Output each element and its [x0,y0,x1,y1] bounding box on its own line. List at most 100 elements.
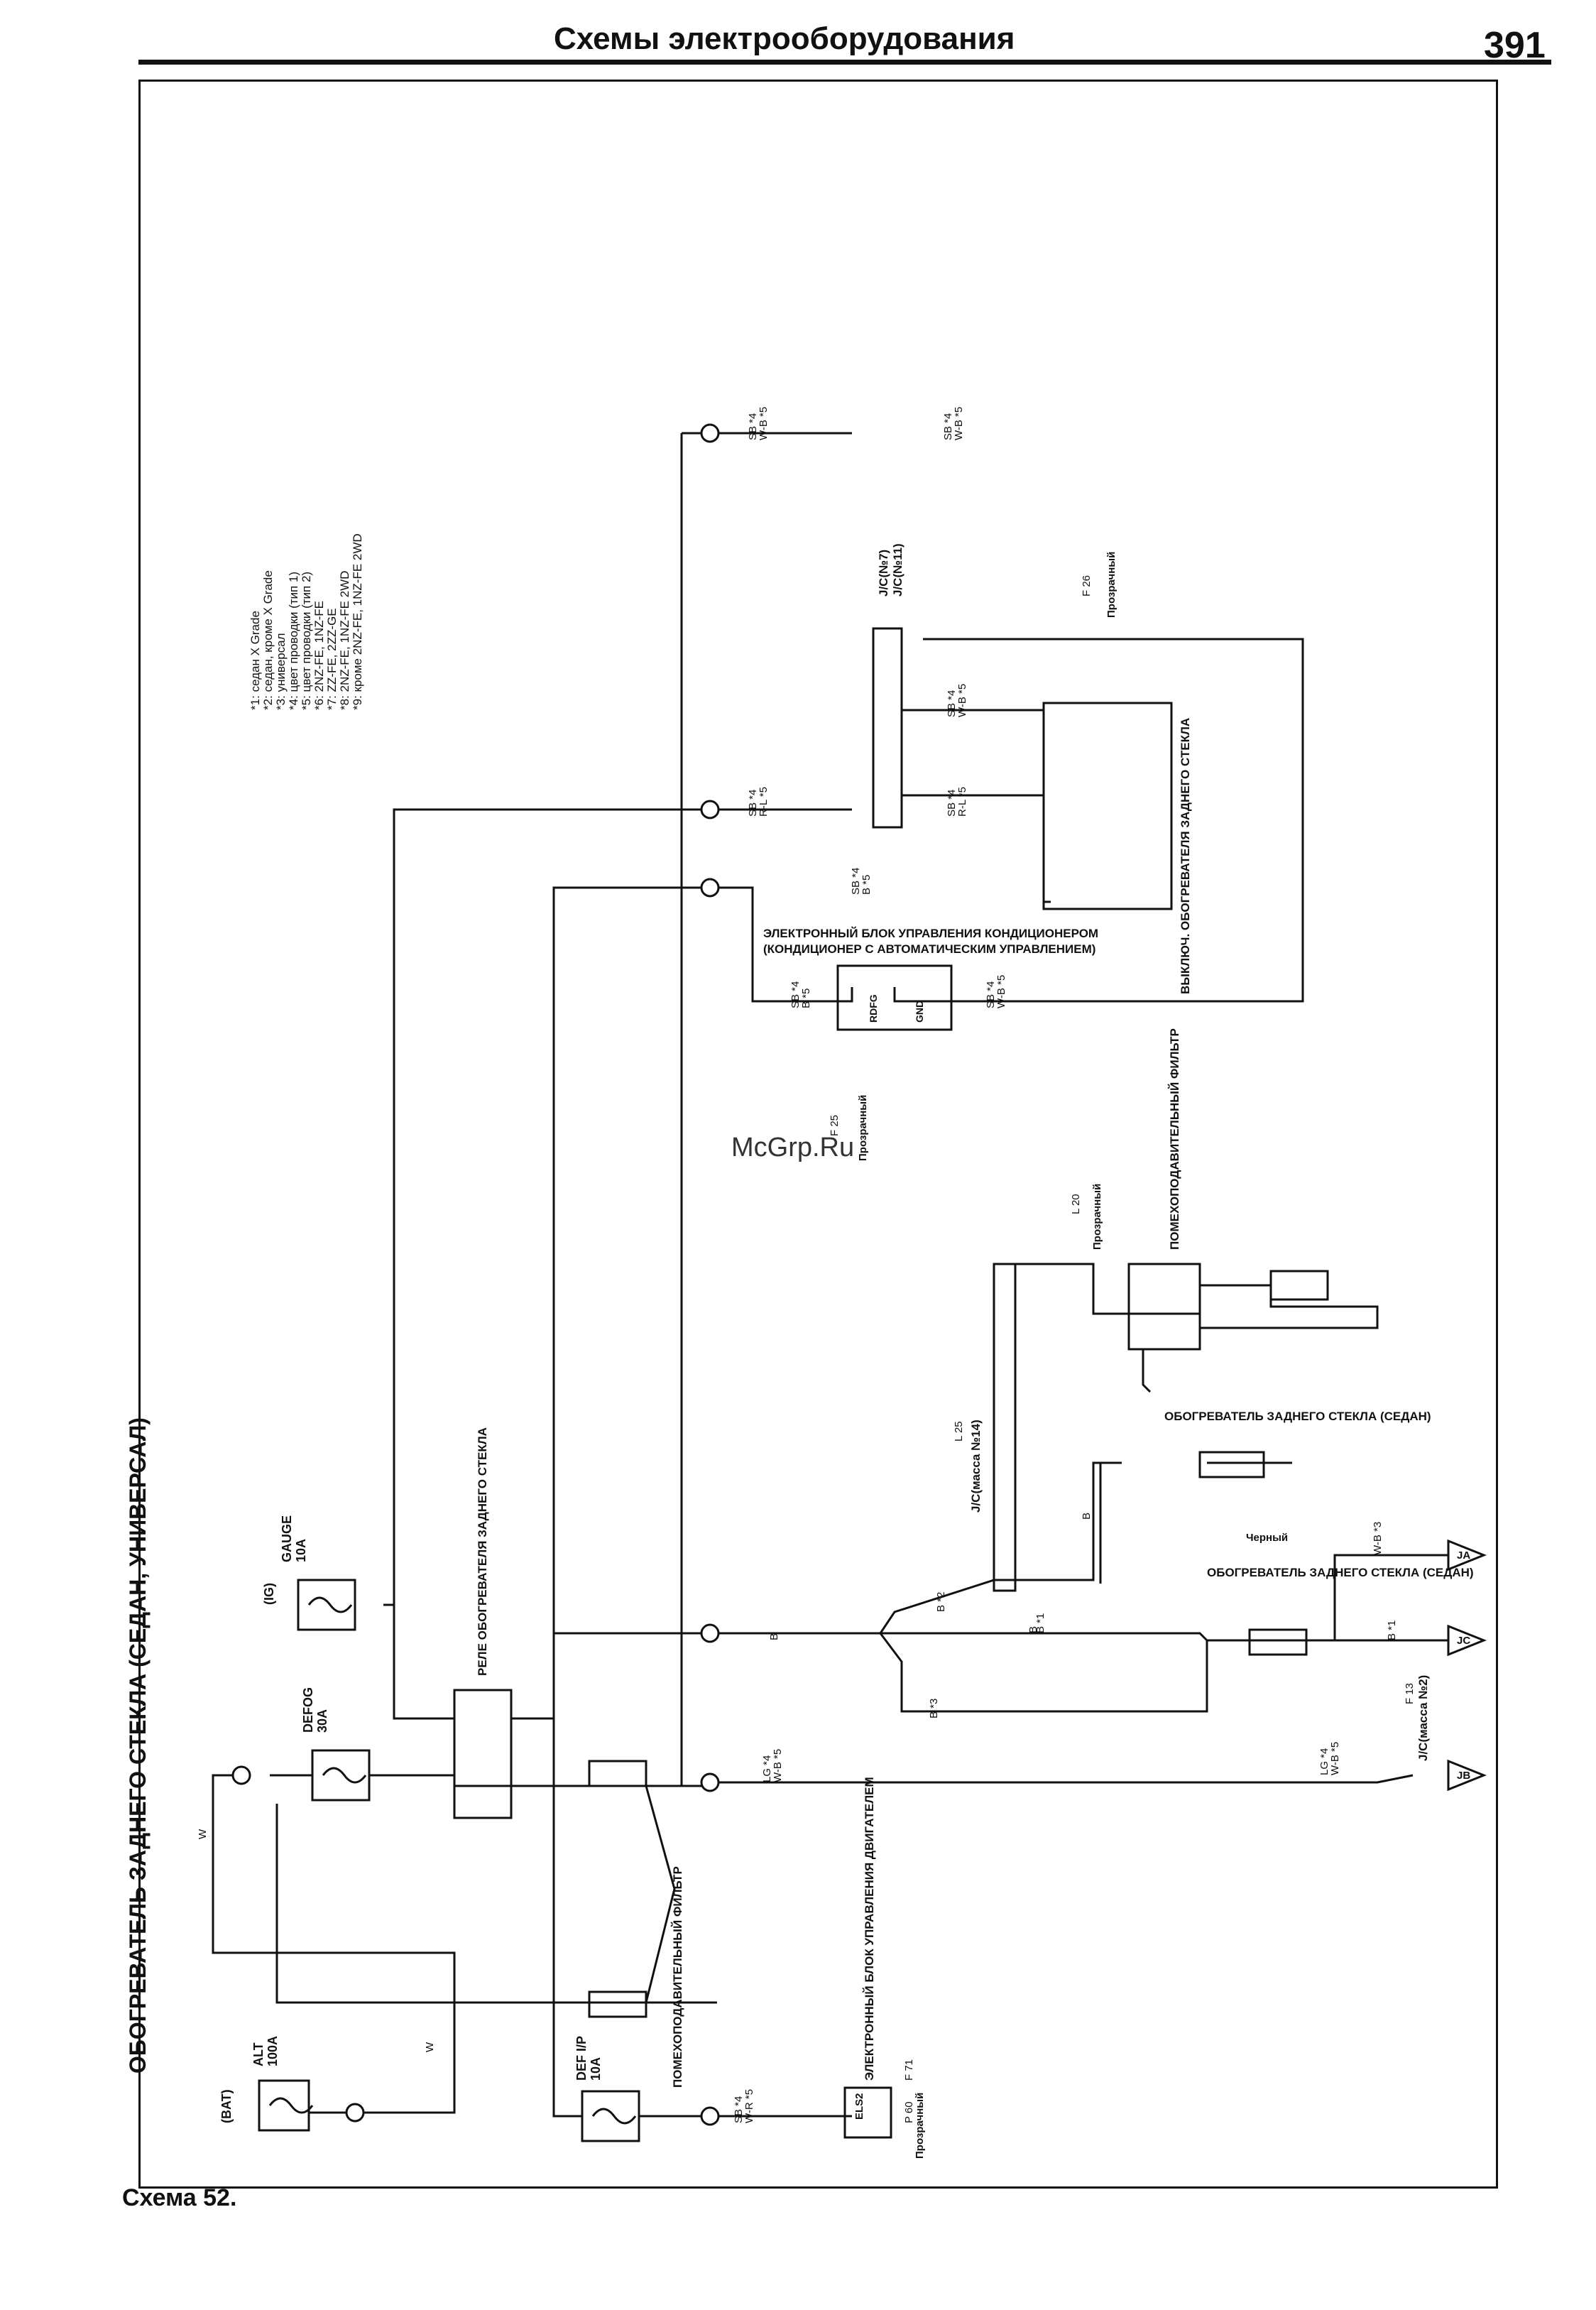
wire-label-sb4: SB *4 [733,2096,745,2123]
wire-relay-coil [511,886,703,1720]
wire-lg-right [710,1774,1414,1784]
connector-circle [700,878,720,898]
fuse-gauge [297,1579,356,1631]
switch-label: ВЫКЛЮЧ. ОБОГРЕВАТЕЛЯ ЗАДНЕГО СТЕКЛА [1179,718,1192,994]
fuse-gauge-name: GAUGE [280,1515,294,1562]
connector-id-f71: F 71 [903,2059,915,2081]
ground-jc [1447,1624,1487,1657]
wire-label-b: B [768,1633,780,1640]
note-1: *1: седан X Grade [248,611,262,710]
wire-label-lg4: LG *4 [761,1755,773,1782]
page-number: 391 [1484,25,1546,66]
noise-filter-cap-2 [588,1990,647,2018]
heater-sedan-1 [1198,1451,1265,1478]
wire-label-wb5: W-B *5 [758,407,770,440]
wire-label-b2: B *2 [935,1592,947,1612]
note-9: *9: кроме 2NZ-FE, 1NZ-FE 2WD [351,533,364,710]
ac-ecu-label-2: (КОНДИЦИОНЕР С АВТОМАТИЧЕСКИМ УПРАВЛЕНИЕ… [763,942,1095,956]
wire-label-b5: B *5 [860,875,873,895]
transparent-label-l20: Прозрачный [1091,1184,1103,1250]
jc-7-11-bar [872,627,903,829]
noise-filter-cap-1 [588,1760,647,1787]
wire-label-b: B [1027,1626,1039,1633]
connector-circle [700,2106,720,2126]
transparent-label-f26: Прозрачный [1105,552,1117,618]
fuse-alt-rating: 100A [266,2036,280,2066]
fuse-defog-rating: 30A [315,1709,329,1733]
header-rule [138,60,1551,65]
ground-ja [1447,1539,1487,1571]
wire-label-b1: B *1 [1034,1613,1046,1633]
fuse-alt-symbol [268,2097,314,2114]
note-8: *8: 2NZ-FE, 1NZ-FE 2WD [338,571,351,710]
wire-label-w: W [197,1829,209,1839]
fuse-gauge-source: (IG) [262,1583,276,1605]
connector-id-f26: F 26 [1081,575,1093,596]
jc-7-label: J/C(№7) [877,550,890,596]
wire-label-rl5: R-L *5 [758,787,770,817]
jc-mass-14-label: J/C(масса №14) [969,1420,983,1513]
connector-circle [700,423,720,443]
note-2: *2: седан, кроме X Grade [261,570,275,710]
resistor-filter-2 [1269,1270,1329,1301]
jc-bar-14 [993,1263,1017,1592]
fuse-def-ip [581,2090,640,2142]
wire-label-b5: B *5 [800,988,812,1008]
ground-label-jc: JC [1457,1635,1470,1647]
fuse-def-ip-name: DEF I/P [574,2036,589,2081]
connector-circle [700,800,720,819]
wire-label-w: W [424,2042,436,2052]
jc-mass-2-label: J/C(масса №2) [1416,1675,1430,1761]
wire-defog-bypass [275,1804,717,2004]
note-5: *5: цвет проводки (тип 2) [300,572,313,710]
note-7: *7: ZZ-FE, 2ZZ-GE [325,608,339,710]
connector-circle [345,2103,365,2123]
ac-ecu-block [836,964,953,1031]
noise-filter-1-label: ПОМЕХОПОДАВИТЕЛЬНЫЙ ФИЛЬТР [671,1866,684,2088]
connector-id-p60: P 60 [903,2101,915,2123]
wire-gauge-feed [383,808,703,1606]
note-4: *4: цвет проводки (тип 1) [287,572,300,710]
engine-ecu-block [843,2086,892,2139]
connector-id-l25: L 25 [953,1421,965,1442]
connector-id-f13: F 13 [1404,1683,1416,1704]
wire-label-wb3: W-B *3 [1372,1522,1384,1555]
fuse-gauge-rating: 10A [294,1539,308,1562]
fuse-def-ip-rating: 10A [589,2057,603,2081]
wire-label-sb4: SB *4 [747,790,759,817]
wire-label-b3: B *3 [928,1699,940,1718]
wire-label-sb4: SB *4 [747,413,759,440]
wire-w-main [212,1774,456,2114]
connector-id-l20: L 20 [1070,1194,1082,1214]
wire-label-wb5: W-B *5 [953,407,965,440]
fuse-alt [258,2079,310,2132]
heater-sedan-2 [1248,1628,1308,1656]
wire-label-lg4: LG *4 [1318,1748,1330,1775]
relay-label: РЕЛЕ ОБОГРЕВАТЕЛЯ ЗАДНЕГО СТЕКЛА [476,1427,489,1676]
note-6: *6: 2NZ-FE, 1NZ-FE [312,601,326,710]
ground-jb [1447,1759,1487,1792]
defogger-switch [1042,702,1173,910]
heater-sedan-1-label: ОБОГРЕВАТЕЛЬ ЗАДНЕГО СТЕКЛА (СЕДАН) [1164,1410,1431,1423]
ac-ecu-label-1: ЭЛЕКТРОННЫЙ БЛОК УПРАВЛЕНИЯ КОНДИЦИОНЕРО… [763,927,1098,940]
wire-label-wb5: W-B *5 [772,1749,784,1782]
wire-label-b1: B *1 [1386,1620,1398,1640]
ac-ecu-pin-rdfg: RDFG [868,994,879,1023]
ground-label-ja: JA [1457,1549,1470,1562]
wire-label-wb5: W-B *5 [956,684,968,717]
jc-11-label: J/C(№11) [891,543,904,596]
wire-defog-feed [270,1774,525,1787]
ac-ecu-pin-gnd: GND [914,1001,925,1023]
black-label: Черный [1246,1532,1288,1544]
engine-ecu-label: ЭЛЕКТРОННЫЙ БЛОК УПРАВЛЕНИЯ ДВИГАТЕЛЕМ [863,1777,876,2081]
wire-label-wb5: W-B *5 [995,975,1007,1008]
page-header-title: Схемы электрооборудования [554,21,1015,56]
diagram-caption: Схема 52. [122,2184,237,2211]
connector-circle [231,1765,251,1785]
wire-label-sb4: SB *4 [789,981,802,1008]
ground-label-jb: JB [1457,1770,1470,1782]
connector-circle [700,1623,720,1643]
wire-label-sb4: SB *4 [946,690,958,717]
fuse-defog-name: DEFOG [301,1687,315,1733]
